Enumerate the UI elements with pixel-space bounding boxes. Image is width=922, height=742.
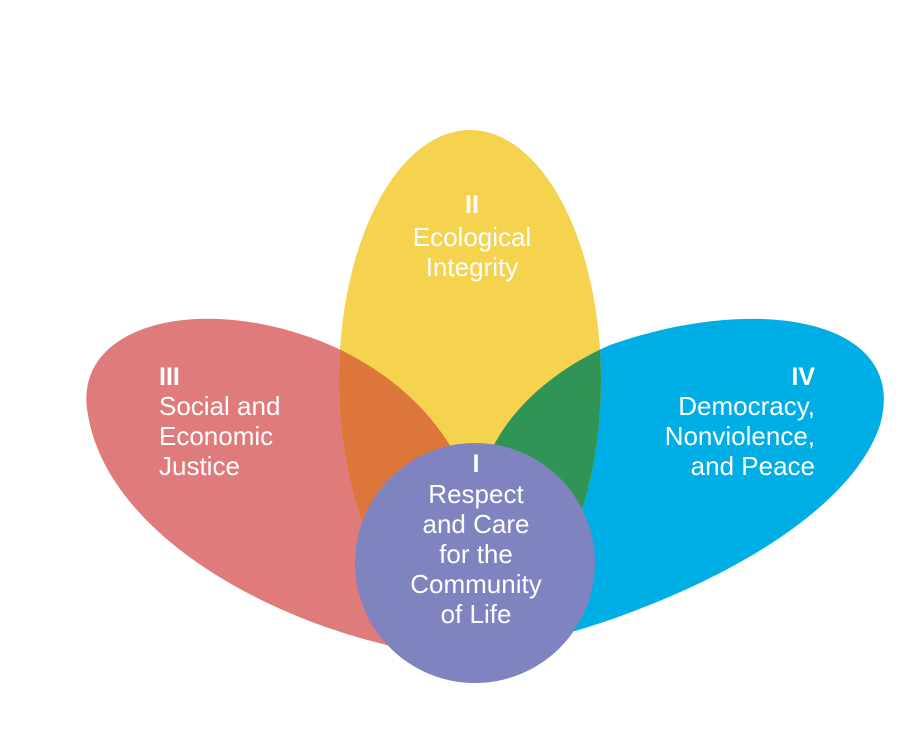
label-line: Democracy, [678,391,815,421]
label-line: Respect [428,479,524,509]
label-line: Economic [159,421,273,451]
center-respect-care-circle [355,443,595,683]
label-line: Social and [159,391,280,421]
label-line: and Peace [691,451,815,481]
label-respect-care-community: I Respect and Care for the Community of … [410,450,541,629]
label-line: Integrity [426,252,519,282]
label-line: for the [439,539,513,569]
numeral-iii: III [159,363,180,391]
label-line: Nonviolence, [665,421,815,451]
label-social-economic-justice: III Social and Economic Justice [159,363,280,481]
label-line: of Life [441,599,512,629]
label-line: Ecological [413,222,532,252]
numeral-ii: II [465,191,479,219]
label-line: Justice [159,451,240,481]
numeral-i: I [473,450,480,478]
label-line: Community [410,569,541,599]
numeral-iv: IV [791,363,815,391]
label-democracy-nonviolence-peace: IV Democracy, Nonviolence, and Peace [665,363,816,481]
label-ecological-integrity: II Ecological Integrity [413,191,532,282]
label-line: and Care [423,509,530,539]
